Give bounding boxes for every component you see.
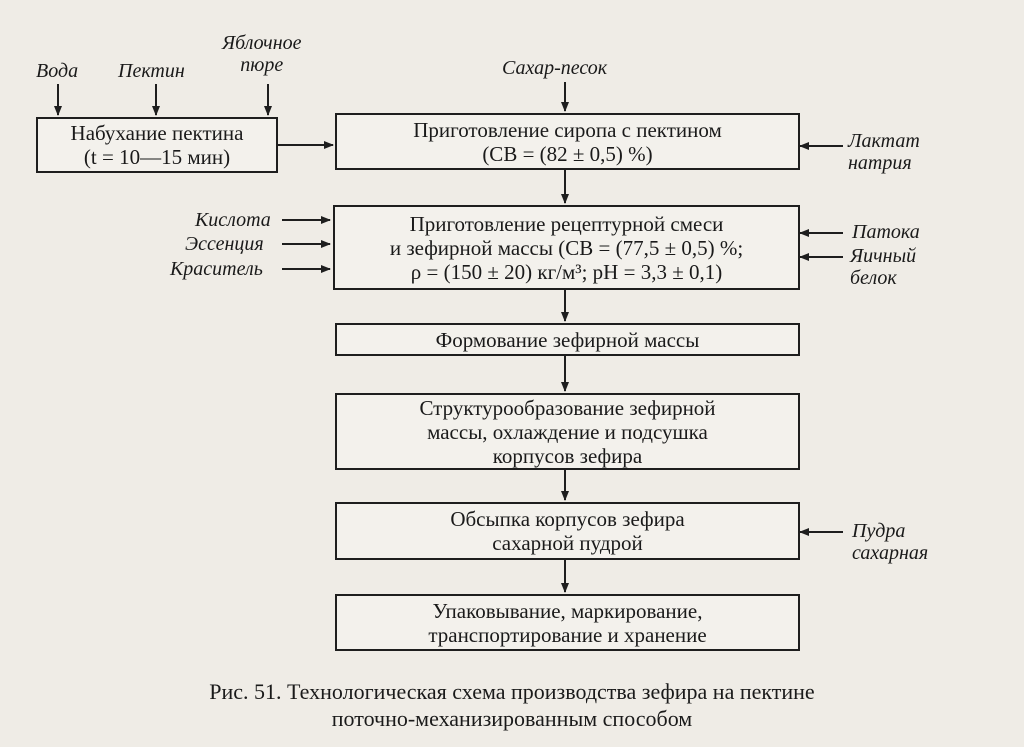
figure-caption: Рис. 51. Технологическая схема производс… [209, 679, 815, 731]
box-text: Обсыпка корпусов зефира [450, 507, 685, 531]
box-text: Приготовление сиропа с пектином [413, 117, 722, 142]
box-syrup-preparation: Приготовление сиропа с пектином (СВ = (8… [335, 113, 800, 170]
box-text: Формование зефирной массы [435, 327, 700, 352]
box-text: массы, охлаждение и подсушка [427, 419, 708, 444]
box-coating: Обсыпка корпусов зефира сахарной пудрой [335, 502, 800, 560]
label-molasses: Патока [852, 221, 920, 243]
box-text: (СВ = (82 ± 0,5) %) [482, 141, 653, 166]
label-pectin: Пектин [118, 60, 185, 82]
box-forming: Формование зефирной массы [335, 323, 800, 356]
box-text: и зефирной массы (СВ = (77,5 ± 0,5) %; [389, 235, 744, 260]
label-dye: Краситель [170, 258, 263, 280]
box-text: (t = 10—15 мин) [83, 145, 231, 169]
box-pectin-swelling: Набухание пектина (t = 10—15 мин) [36, 117, 278, 173]
label-powdered-sugar: Пудра сахарная [852, 520, 929, 564]
label-water: Вода [36, 60, 79, 82]
box-text: сахарной пудрой [492, 531, 643, 555]
box-text: корпусов зефира [492, 443, 643, 468]
box-text: Приготовление рецептурной смеси [409, 211, 724, 236]
box-text: ρ = (150 ± 20) кг/м³; pH = 3,3 ± 0,1) [410, 259, 723, 284]
box-text: Набухание пектина [70, 121, 244, 145]
label-apple-puree: Яблочное пюре [222, 32, 302, 76]
box-text: Структурообразование зефирной [419, 395, 716, 420]
label-sodium-lactate: Лактат натрия [848, 130, 920, 174]
box-text: Упаковывание, маркирование, [432, 598, 703, 623]
box-packing: Упаковывание, маркирование, транспортиро… [335, 594, 800, 651]
label-acid: Кислота [195, 209, 271, 231]
box-structuring: Структурообразование зефирной массы, охл… [335, 393, 800, 470]
label-egg-white: Яичный белок [850, 245, 917, 289]
box-text: транспортирование и хранение [428, 622, 707, 647]
box-mixture-preparation: Приготовление рецептурной смеси и зефирн… [333, 205, 800, 290]
label-essence: Эссенция [185, 233, 264, 255]
label-sugar: Сахар-песок [502, 57, 608, 79]
